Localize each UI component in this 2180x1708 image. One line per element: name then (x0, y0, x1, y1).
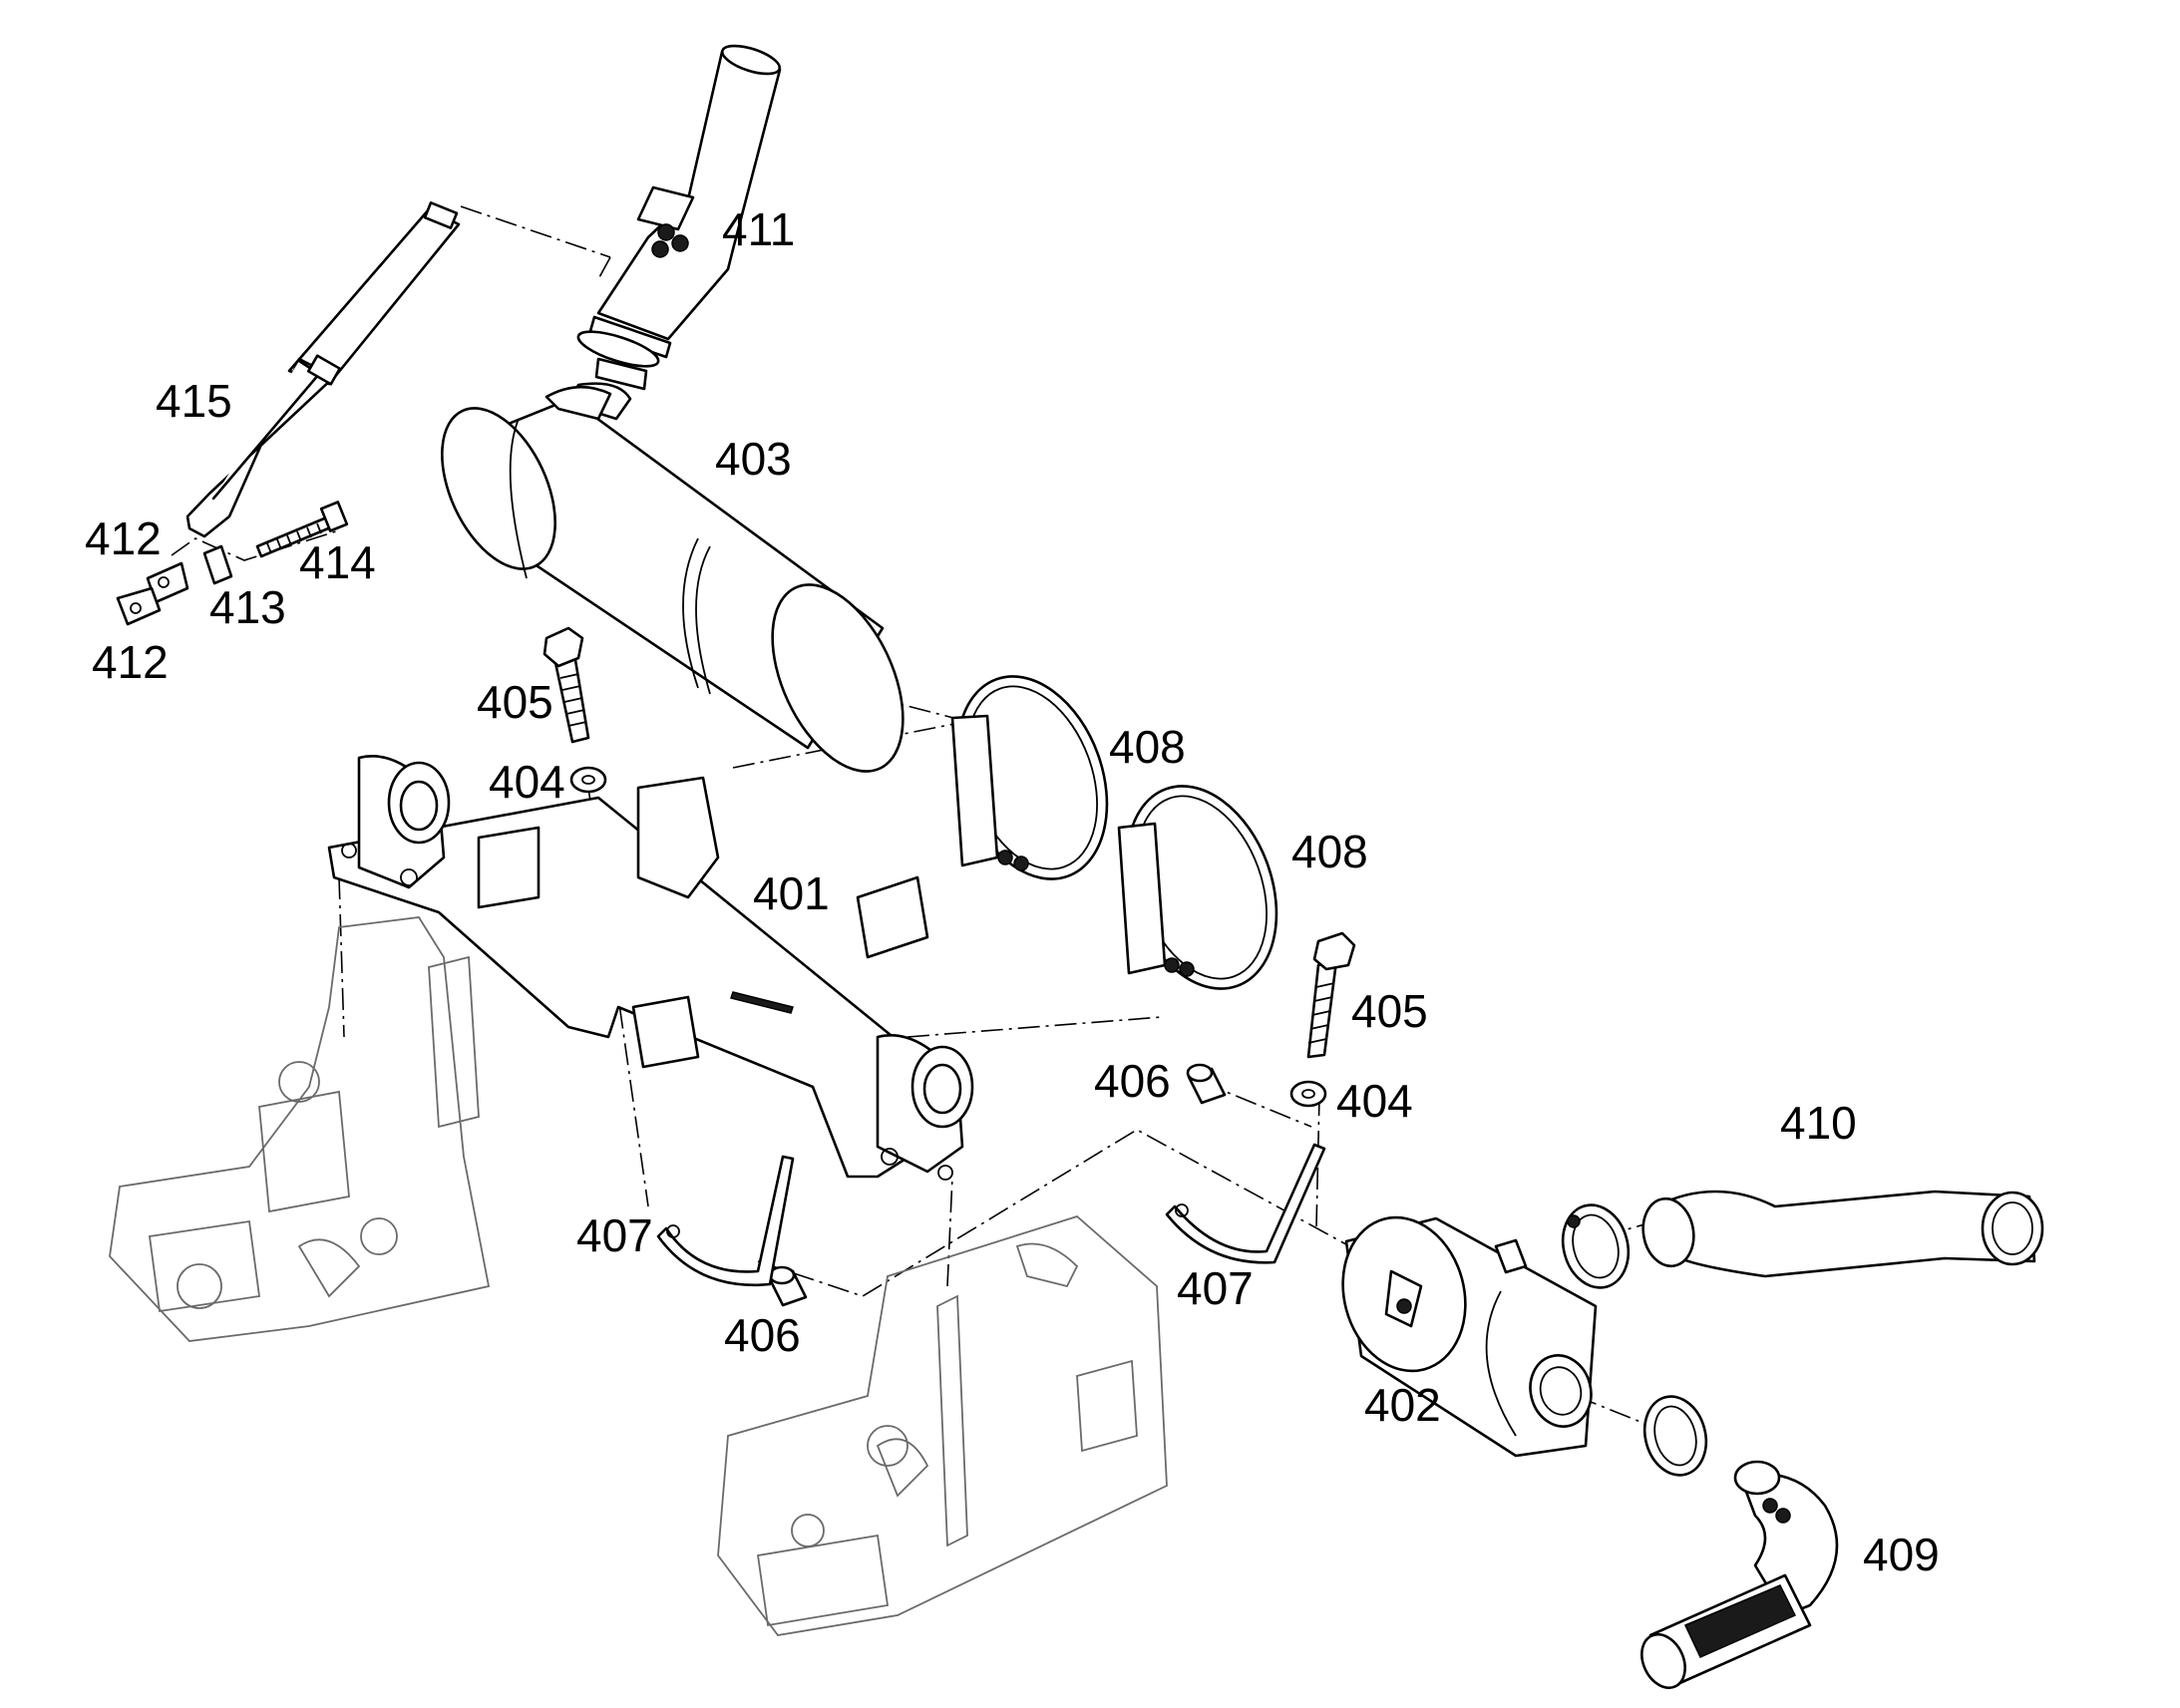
frame-crossmember-401 (327, 755, 974, 1181)
strap-407-right (1165, 1143, 1326, 1264)
callout-407-right: 407 (1177, 1262, 1254, 1314)
callout-404-right: 404 (1336, 1075, 1413, 1127)
callout-408-lower: 408 (1291, 826, 1368, 877)
chassis-right (717, 1214, 1168, 1636)
callout-406-left: 406 (724, 1309, 801, 1361)
clamp-hardware-412 (116, 561, 189, 626)
callout-407-left: 407 (576, 1209, 653, 1261)
v-band-clamp-upper (1561, 1203, 1631, 1289)
bolt-405-right (1306, 931, 1356, 1059)
chassis-left (109, 916, 491, 1342)
exhaust-stack-411 (566, 44, 782, 421)
callout-412-lower: 412 (92, 636, 169, 688)
callout-405-right: 405 (1351, 985, 1428, 1037)
callout-415: 415 (156, 375, 232, 427)
callout-409: 409 (1863, 1529, 1940, 1580)
flex-elbow-409 (1640, 1460, 1839, 1690)
dpf-canister-403 (441, 385, 905, 773)
outlet-tube-410 (1641, 1190, 2044, 1278)
washer-404-right (1289, 1080, 1327, 1108)
callout-413: 413 (209, 581, 286, 633)
spacer-406-right (1186, 1063, 1227, 1105)
spacer-406-left (768, 1265, 808, 1307)
callout-411: 411 (722, 203, 795, 255)
callout-406-right: 406 (1094, 1055, 1171, 1107)
callout-414: 414 (299, 536, 376, 588)
callout-402: 402 (1364, 1379, 1441, 1431)
callout-412-upper: 412 (85, 512, 162, 564)
callout-405-left: 405 (477, 676, 553, 728)
callout-401: 401 (753, 867, 830, 919)
strap-407-left (656, 1155, 795, 1287)
callout-403: 403 (715, 433, 792, 485)
v-band-clamp-lower (1642, 1395, 1708, 1477)
callout-labels: 411 415 403 412 414 413 412 405 404 408 … (85, 203, 1940, 1580)
callout-404-left: 404 (489, 756, 565, 808)
band-clamp-408-upper (950, 675, 1109, 880)
bracket-413 (202, 544, 233, 585)
bolt-414 (255, 501, 349, 558)
bolt-405-left (543, 626, 590, 744)
muffler-402 (1341, 1215, 1598, 1458)
band-clamp-408-lower (1117, 785, 1278, 990)
hose-415 (185, 201, 461, 538)
washer-404-left (569, 766, 607, 794)
callout-410: 410 (1780, 1097, 1857, 1149)
callout-408-upper: 408 (1109, 721, 1186, 773)
